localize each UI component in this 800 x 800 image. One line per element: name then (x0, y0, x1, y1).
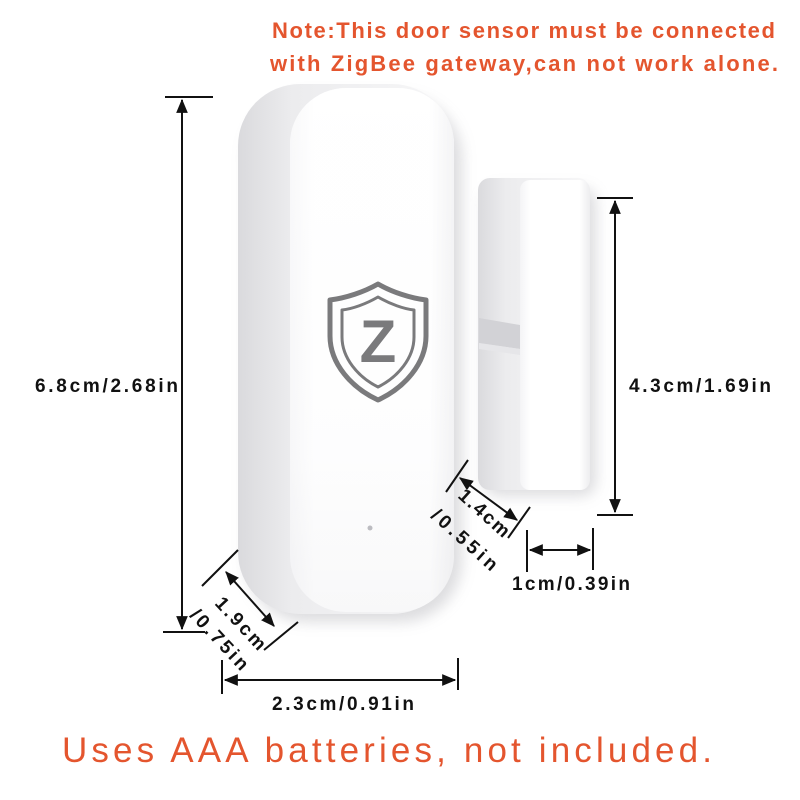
sensor-depth-arrow (225, 571, 275, 627)
magnet-height-label: 4.3cm/1.69in (629, 376, 771, 397)
magnet-notch-highlight (479, 343, 520, 355)
battery-note: Uses AAA batteries, not included. (62, 731, 712, 770)
magnet-front-face (520, 180, 590, 490)
door-sensor-body: Z (238, 84, 462, 622)
note-line-2: with ZigBee gateway,can not work alone. (269, 51, 778, 76)
magnet-unit (478, 178, 596, 496)
shield-inner-outline (340, 295, 416, 389)
led-indicator (367, 525, 373, 531)
shield-outer-outline (327, 281, 429, 403)
sensor-height-dimension: 6.8cm/2.68in (35, 96, 213, 633)
connection-note: Note:This door sensor must be connected … (269, 18, 778, 76)
sensor-depth-tick-1 (201, 549, 239, 587)
sensor-height-label: 6.8cm/2.68in (35, 376, 178, 397)
magnet-height-dimension: 4.3cm/1.69in (597, 197, 771, 516)
note-line-1: Note:This door sensor must be connected (272, 18, 775, 43)
magnet-width-label: 1cm/0.39in (512, 574, 630, 595)
shield-icon: Z (327, 281, 429, 403)
magnet-depth-tick-2 (507, 506, 531, 539)
sensor-depth-tick-2 (263, 621, 299, 651)
sensor-width-dimension: 2.3cm/0.91in (221, 658, 459, 715)
magnet-depth-tick-1 (445, 459, 469, 493)
magnet-notch (479, 318, 520, 349)
magnet-depth-arrow (459, 477, 518, 521)
magnet-width-dimension: 1cm/0.39in (512, 528, 630, 595)
shield-letter: Z (360, 308, 397, 375)
sensor-front-sheen (290, 88, 454, 612)
sensor-width-label: 2.3cm/0.91in (272, 694, 414, 715)
